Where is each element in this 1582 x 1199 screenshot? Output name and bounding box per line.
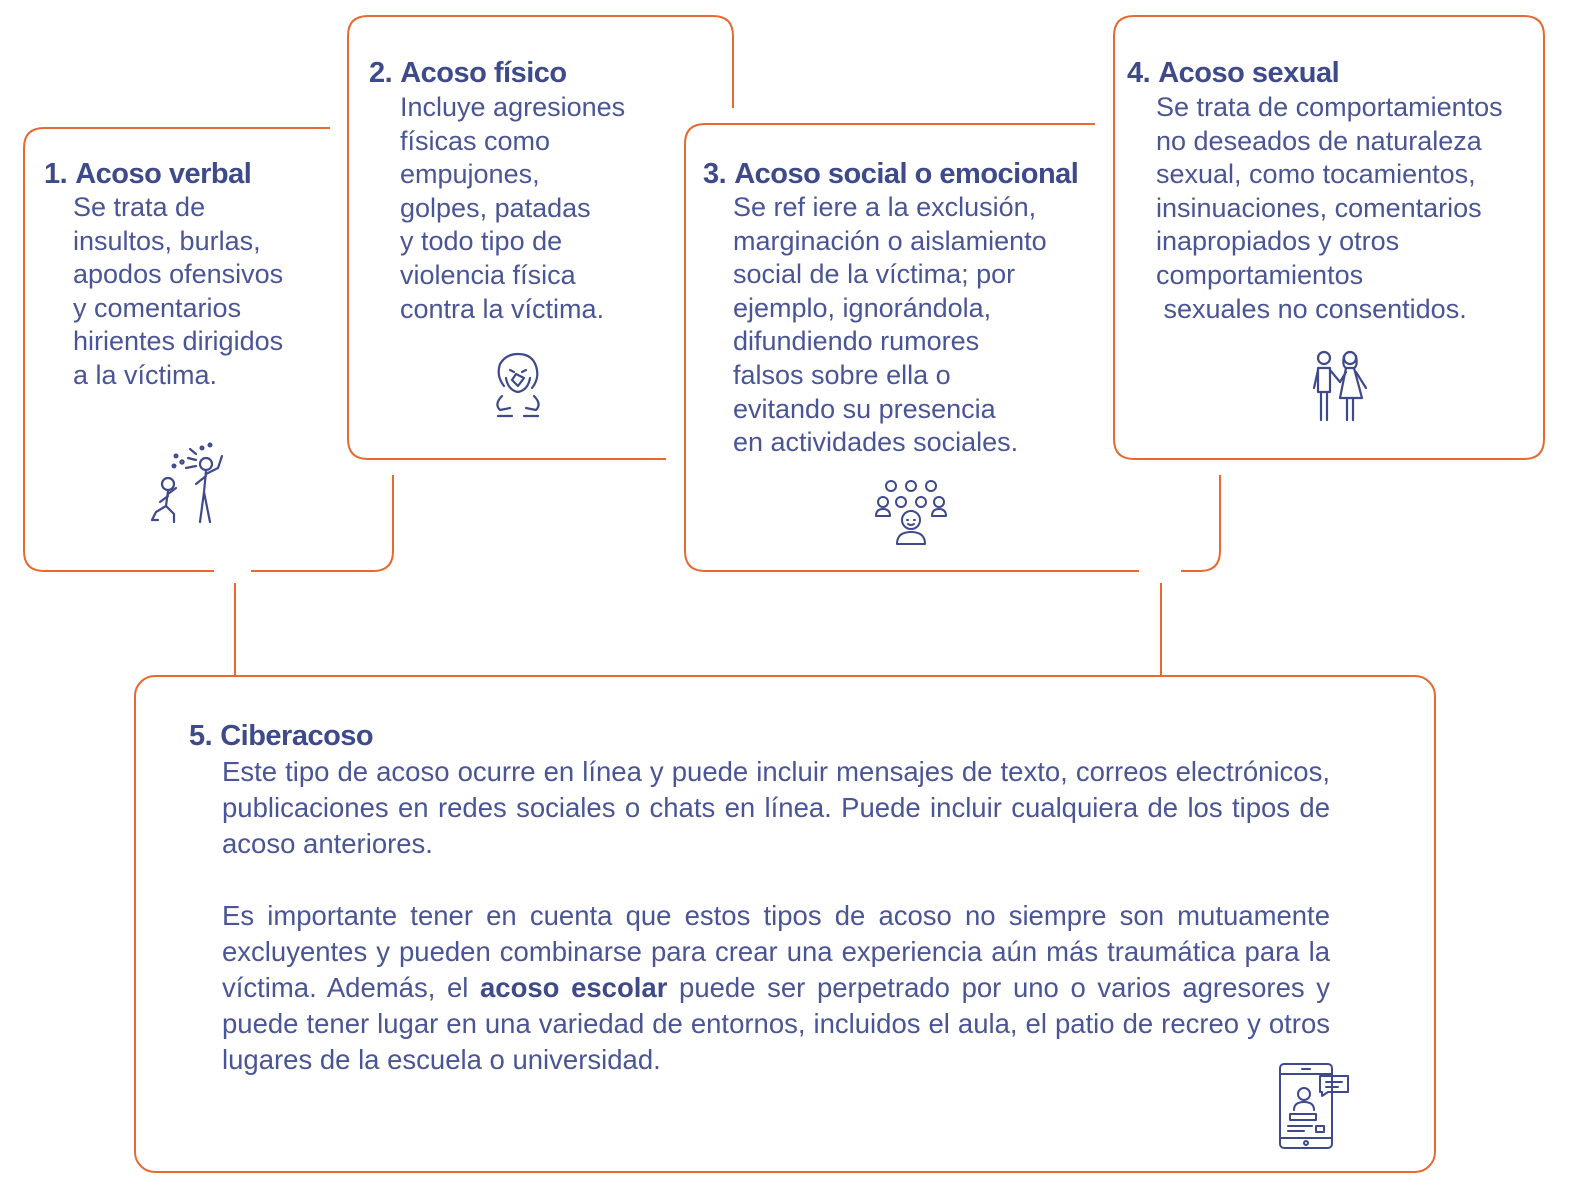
- isolated-person-group-icon: [875, 480, 947, 545]
- shouting-people-icon: [150, 442, 224, 524]
- card-2-line: violencia física: [400, 259, 576, 290]
- card-2-line: Incluye agresiones: [400, 92, 626, 122]
- card-4-body: Se trata de comportamientos no deseados …: [1156, 91, 1503, 326]
- card-3-line: ejemplo, ignorándola,: [733, 292, 992, 323]
- card-2-line: físicas como: [400, 125, 551, 156]
- card-1-body: Se trata de insultos, burlas, apodos ofe…: [73, 191, 283, 393]
- card-2-title-text: Acoso físico: [400, 57, 567, 89]
- card-1-line: a la víctima.: [73, 359, 218, 390]
- card-3-title-text: Acoso social o emocional: [734, 158, 1079, 190]
- card-2-line: contra la víctima.: [400, 293, 605, 324]
- card-4-line: Se trata de comportamientos: [1156, 92, 1503, 122]
- card-1-border: [23, 127, 394, 572]
- card-1-line: insultos, burlas,: [73, 225, 261, 256]
- card-3-line: Se ref iere a la exclusión,: [733, 192, 1037, 222]
- card-4-line: sexual, como tocamientos,: [1156, 159, 1476, 190]
- card-5-title-text: Ciberacoso: [220, 720, 374, 752]
- card-5-paragraph-1: Este tipo de acoso ocurre en línea y pue…: [222, 756, 1330, 859]
- card-2-number: 2.: [369, 57, 393, 89]
- card-3-line: marginación o aislamiento: [733, 225, 1047, 256]
- card-4-title-text: Acoso sexual: [1158, 57, 1340, 89]
- card-4-line: comportamientos: [1156, 259, 1364, 290]
- hurt-person-icon: [496, 352, 540, 418]
- card-3-border: [684, 123, 1221, 572]
- card-4-line: sexuales no consentidos.: [1156, 293, 1467, 324]
- paragraph-2-bold: acoso escolar: [480, 972, 668, 1003]
- card-3-number: 3.: [703, 158, 727, 190]
- card-4-title: 4.Acoso sexual: [1127, 56, 1340, 90]
- card-3-line: social de la víctima; por: [733, 259, 1016, 290]
- card-5-border: [134, 675, 1436, 1173]
- card-4-line: inapropiados y otros: [1156, 226, 1400, 257]
- card-2-title: 2.Acoso físico: [369, 56, 567, 90]
- card-1-line: y comentarios: [73, 292, 242, 323]
- card-3-line: difundiendo rumores: [733, 326, 980, 357]
- phone-chat-icon: [1279, 1063, 1349, 1149]
- card-3-line: evitando su presencia: [733, 393, 996, 424]
- card-3-body: Se ref iere a la exclusión, marginación …: [733, 191, 1047, 460]
- card-1-line: hirientes dirigidos: [73, 326, 284, 357]
- paragraph-2-end: puede ser perpetrado por uno o varios ag…: [222, 972, 1330, 1075]
- card-1-line: apodos ofensivos: [73, 259, 284, 290]
- card-2-line: y todo tipo de: [400, 226, 563, 257]
- card-5-paragraph-2: Es importante tener en cuenta que estos …: [222, 898, 1330, 1078]
- card-2-border: [347, 15, 734, 460]
- card-4-border: [1113, 15, 1545, 460]
- card-3-line: en actividades sociales.: [733, 427, 1019, 458]
- card-1-title: 1.Acoso verbal: [44, 157, 252, 191]
- card-2-line: golpes, patadas: [400, 192, 591, 223]
- card-2-line: empujones,: [400, 159, 540, 190]
- card-4-line: no deseados de naturaleza: [1156, 125, 1482, 156]
- card-2-body: Incluye agresiones físicas como empujone…: [400, 91, 625, 326]
- card-5-title: 5.Ciberacoso: [189, 719, 374, 753]
- card-1-title-text: Acoso verbal: [75, 158, 252, 190]
- card-3-title: 3.Acoso social o emocional: [703, 157, 1079, 191]
- paragraph-2-start: Es importante tener en cuenta que estos …: [222, 900, 1330, 1003]
- man-woman-icon: [1312, 350, 1368, 422]
- card-5-number: 5.: [189, 720, 213, 752]
- card-3-line: falsos sobre ella o: [733, 359, 951, 390]
- card-4-number: 4.: [1127, 57, 1151, 89]
- card-1-line: Se trata de: [73, 192, 206, 222]
- card-4-line: insinuaciones, comentarios: [1156, 192, 1482, 223]
- card-1-number: 1.: [44, 158, 68, 190]
